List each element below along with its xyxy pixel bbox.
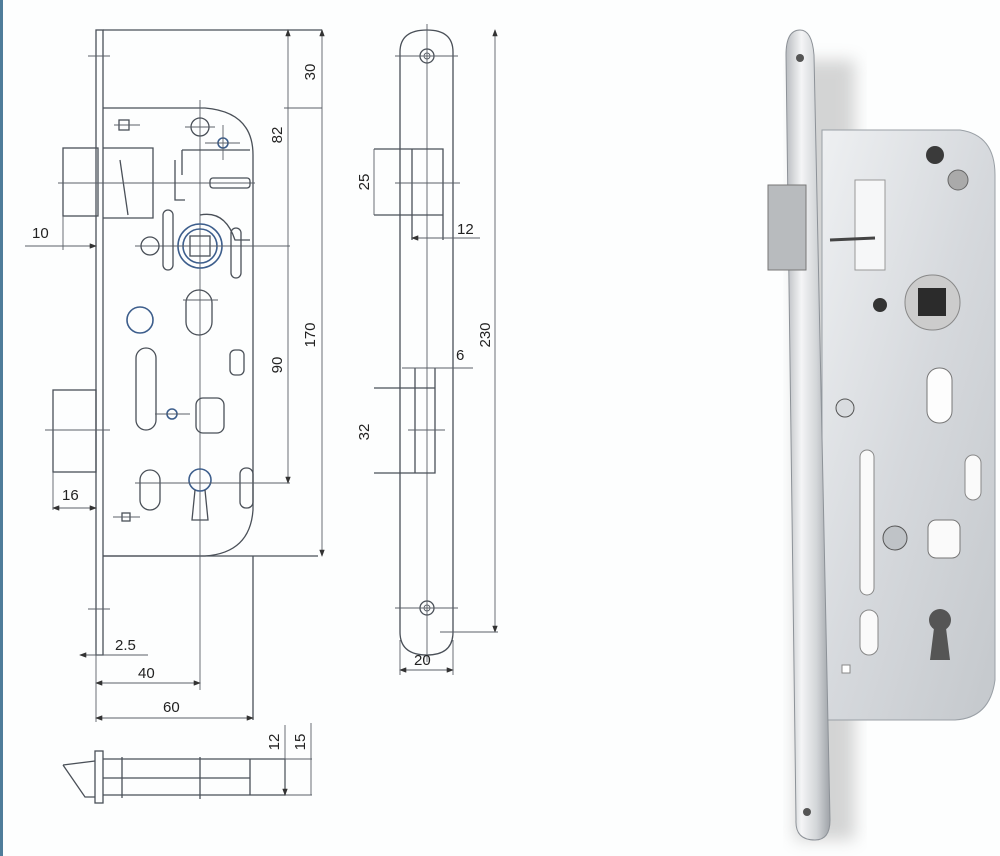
- dim-plate-width: 20: [414, 652, 431, 669]
- dim-latch-height: 25: [356, 174, 373, 191]
- dim-inner-thickness: 12: [266, 734, 283, 751]
- faceplate-front: [399, 29, 454, 656]
- dim-bolt-width: 6: [456, 347, 464, 364]
- dim-bolt-projection: 16: [62, 487, 79, 504]
- dim-latch-width: 12: [457, 221, 474, 238]
- dim-faceplate-thickness: 2.5: [115, 637, 136, 654]
- dim-handle-to-top: 82: [269, 127, 286, 144]
- dim-bolt-height: 32: [356, 424, 373, 441]
- dim-outer-thickness: 15: [292, 734, 309, 751]
- spindle-square: [918, 288, 946, 316]
- side-view: 25 12 6 230 32 20: [356, 24, 498, 675]
- keyhole: [188, 468, 212, 492]
- dim-top-offset: 30: [302, 64, 319, 81]
- dim-body-depth: 60: [163, 699, 180, 716]
- lock-case: [821, 129, 996, 721]
- faceplate-edge: [95, 29, 104, 656]
- left-edge-strip: [0, 0, 3, 856]
- dim-backset: 40: [138, 665, 155, 682]
- bottom-view: 12 15: [62, 723, 312, 804]
- deadbolt: [52, 389, 97, 473]
- lock-body-outline: [103, 29, 322, 557]
- front-view: 30 82 90 170 10 16 2.5 40 60: [25, 29, 325, 722]
- lock-photo: [767, 29, 996, 841]
- dim-handle-to-key: 90: [269, 357, 286, 374]
- latch: [62, 147, 99, 217]
- latch-bolt: [767, 184, 807, 271]
- latch-face: [374, 148, 444, 240]
- dim-body-height: 170: [302, 322, 319, 347]
- dim-plate-length: 230: [477, 322, 494, 347]
- bolt-face: [374, 368, 436, 474]
- photo-keyhole: [929, 609, 951, 631]
- dim-latch-projection: 10: [32, 225, 49, 242]
